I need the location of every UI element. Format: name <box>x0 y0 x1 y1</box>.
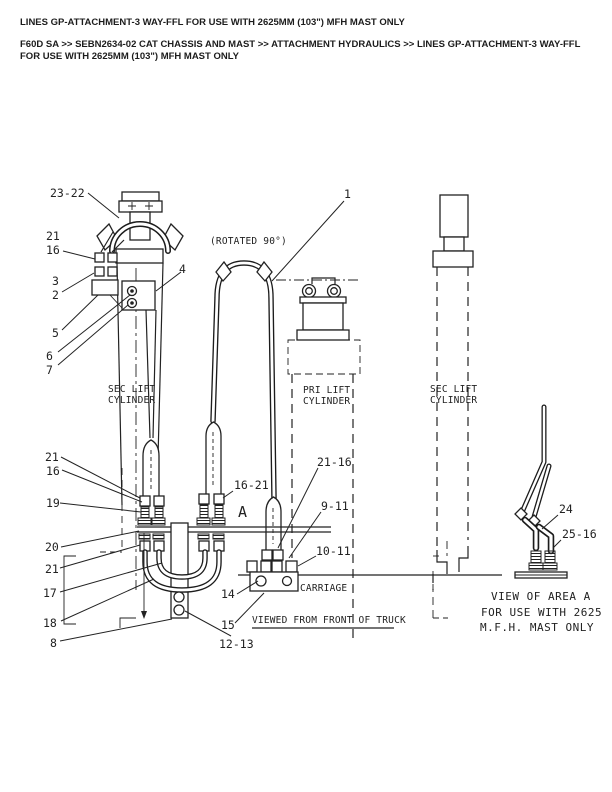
pri-lift-label-1: PRI LIFT <box>303 385 350 396</box>
callout-2: 2 <box>52 288 59 302</box>
rotated-hose-loop <box>205 260 282 550</box>
callout-21-mid: 21 <box>45 450 59 464</box>
detail-view-area-a <box>432 404 568 619</box>
down-arrow <box>141 611 147 619</box>
pri-lift-cylinder <box>276 277 361 640</box>
callout-5: 5 <box>52 326 59 340</box>
fitting-clusters <box>63 468 331 628</box>
callout-23-22: 23-22 <box>50 186 85 200</box>
callout-6: 6 <box>46 349 53 363</box>
callout-10-11: 10-11 <box>316 544 351 558</box>
callout-7: 7 <box>46 363 53 377</box>
threaded-fitting <box>140 506 150 519</box>
callout-1: 1 <box>344 187 351 201</box>
callout-17: 17 <box>43 586 57 600</box>
pri-lift-label-2: CYLINDER <box>303 396 350 407</box>
sec-lift-right-label-2: CYLINDER <box>430 395 477 406</box>
view-area-line-1: VIEW OF AREA A <box>491 590 591 603</box>
callout-14: 14 <box>221 587 235 601</box>
callout-21-16: 21-16 <box>317 455 352 469</box>
callout-20: 20 <box>45 540 59 554</box>
pin-12-13 <box>173 604 185 616</box>
sec-lift-left-label-2: CYLINDER <box>108 395 155 406</box>
pin-12-13 <box>173 591 185 603</box>
view-area-line-3: M.F.H. MAST ONLY <box>480 621 594 634</box>
leader-lines <box>57 192 562 642</box>
callout-15: 15 <box>221 618 235 632</box>
loop-guard-right <box>256 260 273 283</box>
threaded-fitting <box>154 506 164 519</box>
viewed-from-label: VIEWED FROM FRONT OF TRUCK <box>252 615 406 626</box>
callout-16-mid: 16 <box>46 464 60 478</box>
area-a-marker: A <box>238 503 247 521</box>
callout-8: 8 <box>50 636 57 650</box>
page-title: LINES GP-ATTACHMENT-3 WAY-FFL FOR USE WI… <box>20 17 405 28</box>
callout-numbers: 23-22 21 16 3 2 5 6 7 4 1 21 16 19 20 21… <box>43 186 597 651</box>
sec-lift-cylinder-side <box>432 194 474 590</box>
callout-21-low: 21 <box>45 562 59 576</box>
carriage-group <box>238 549 502 629</box>
carriage-label: CARRIAGE <box>300 583 347 594</box>
callout-16-21: 16-21 <box>234 478 269 492</box>
breadcrumb: F60D SA >> SEBN2634-02 CAT CHASSIS AND M… <box>20 39 581 62</box>
loop-guard-left <box>215 260 232 283</box>
threaded-fitting <box>199 504 209 519</box>
section-labels: (ROTATED 90°) SEC LIFT CYLINDER PRI LIFT… <box>108 236 602 634</box>
sec-lift-left-label-1: SEC LIFT <box>108 384 155 395</box>
callout-25-16: 25-16 <box>562 527 597 541</box>
view-area-line-2: FOR USE WITH 2625 <box>481 606 602 619</box>
sec-lift-cylinder-front <box>91 191 184 590</box>
callout-12-13: 12-13 <box>219 637 254 651</box>
callout-24: 24 <box>559 502 573 516</box>
rotated-note: (ROTATED 90°) <box>210 236 287 247</box>
center-bracket <box>170 522 189 619</box>
callout-9-11: 9-11 <box>321 499 349 513</box>
callout-19: 19 <box>46 496 60 510</box>
callout-16-top: 16 <box>46 243 60 257</box>
sec-lift-right-label-1: SEC LIFT <box>430 384 477 395</box>
threaded-fitting <box>214 504 224 519</box>
callout-18: 18 <box>43 616 57 630</box>
callout-3: 3 <box>52 274 59 288</box>
callout-21-top: 21 <box>46 229 60 243</box>
callout-4: 4 <box>179 262 186 276</box>
